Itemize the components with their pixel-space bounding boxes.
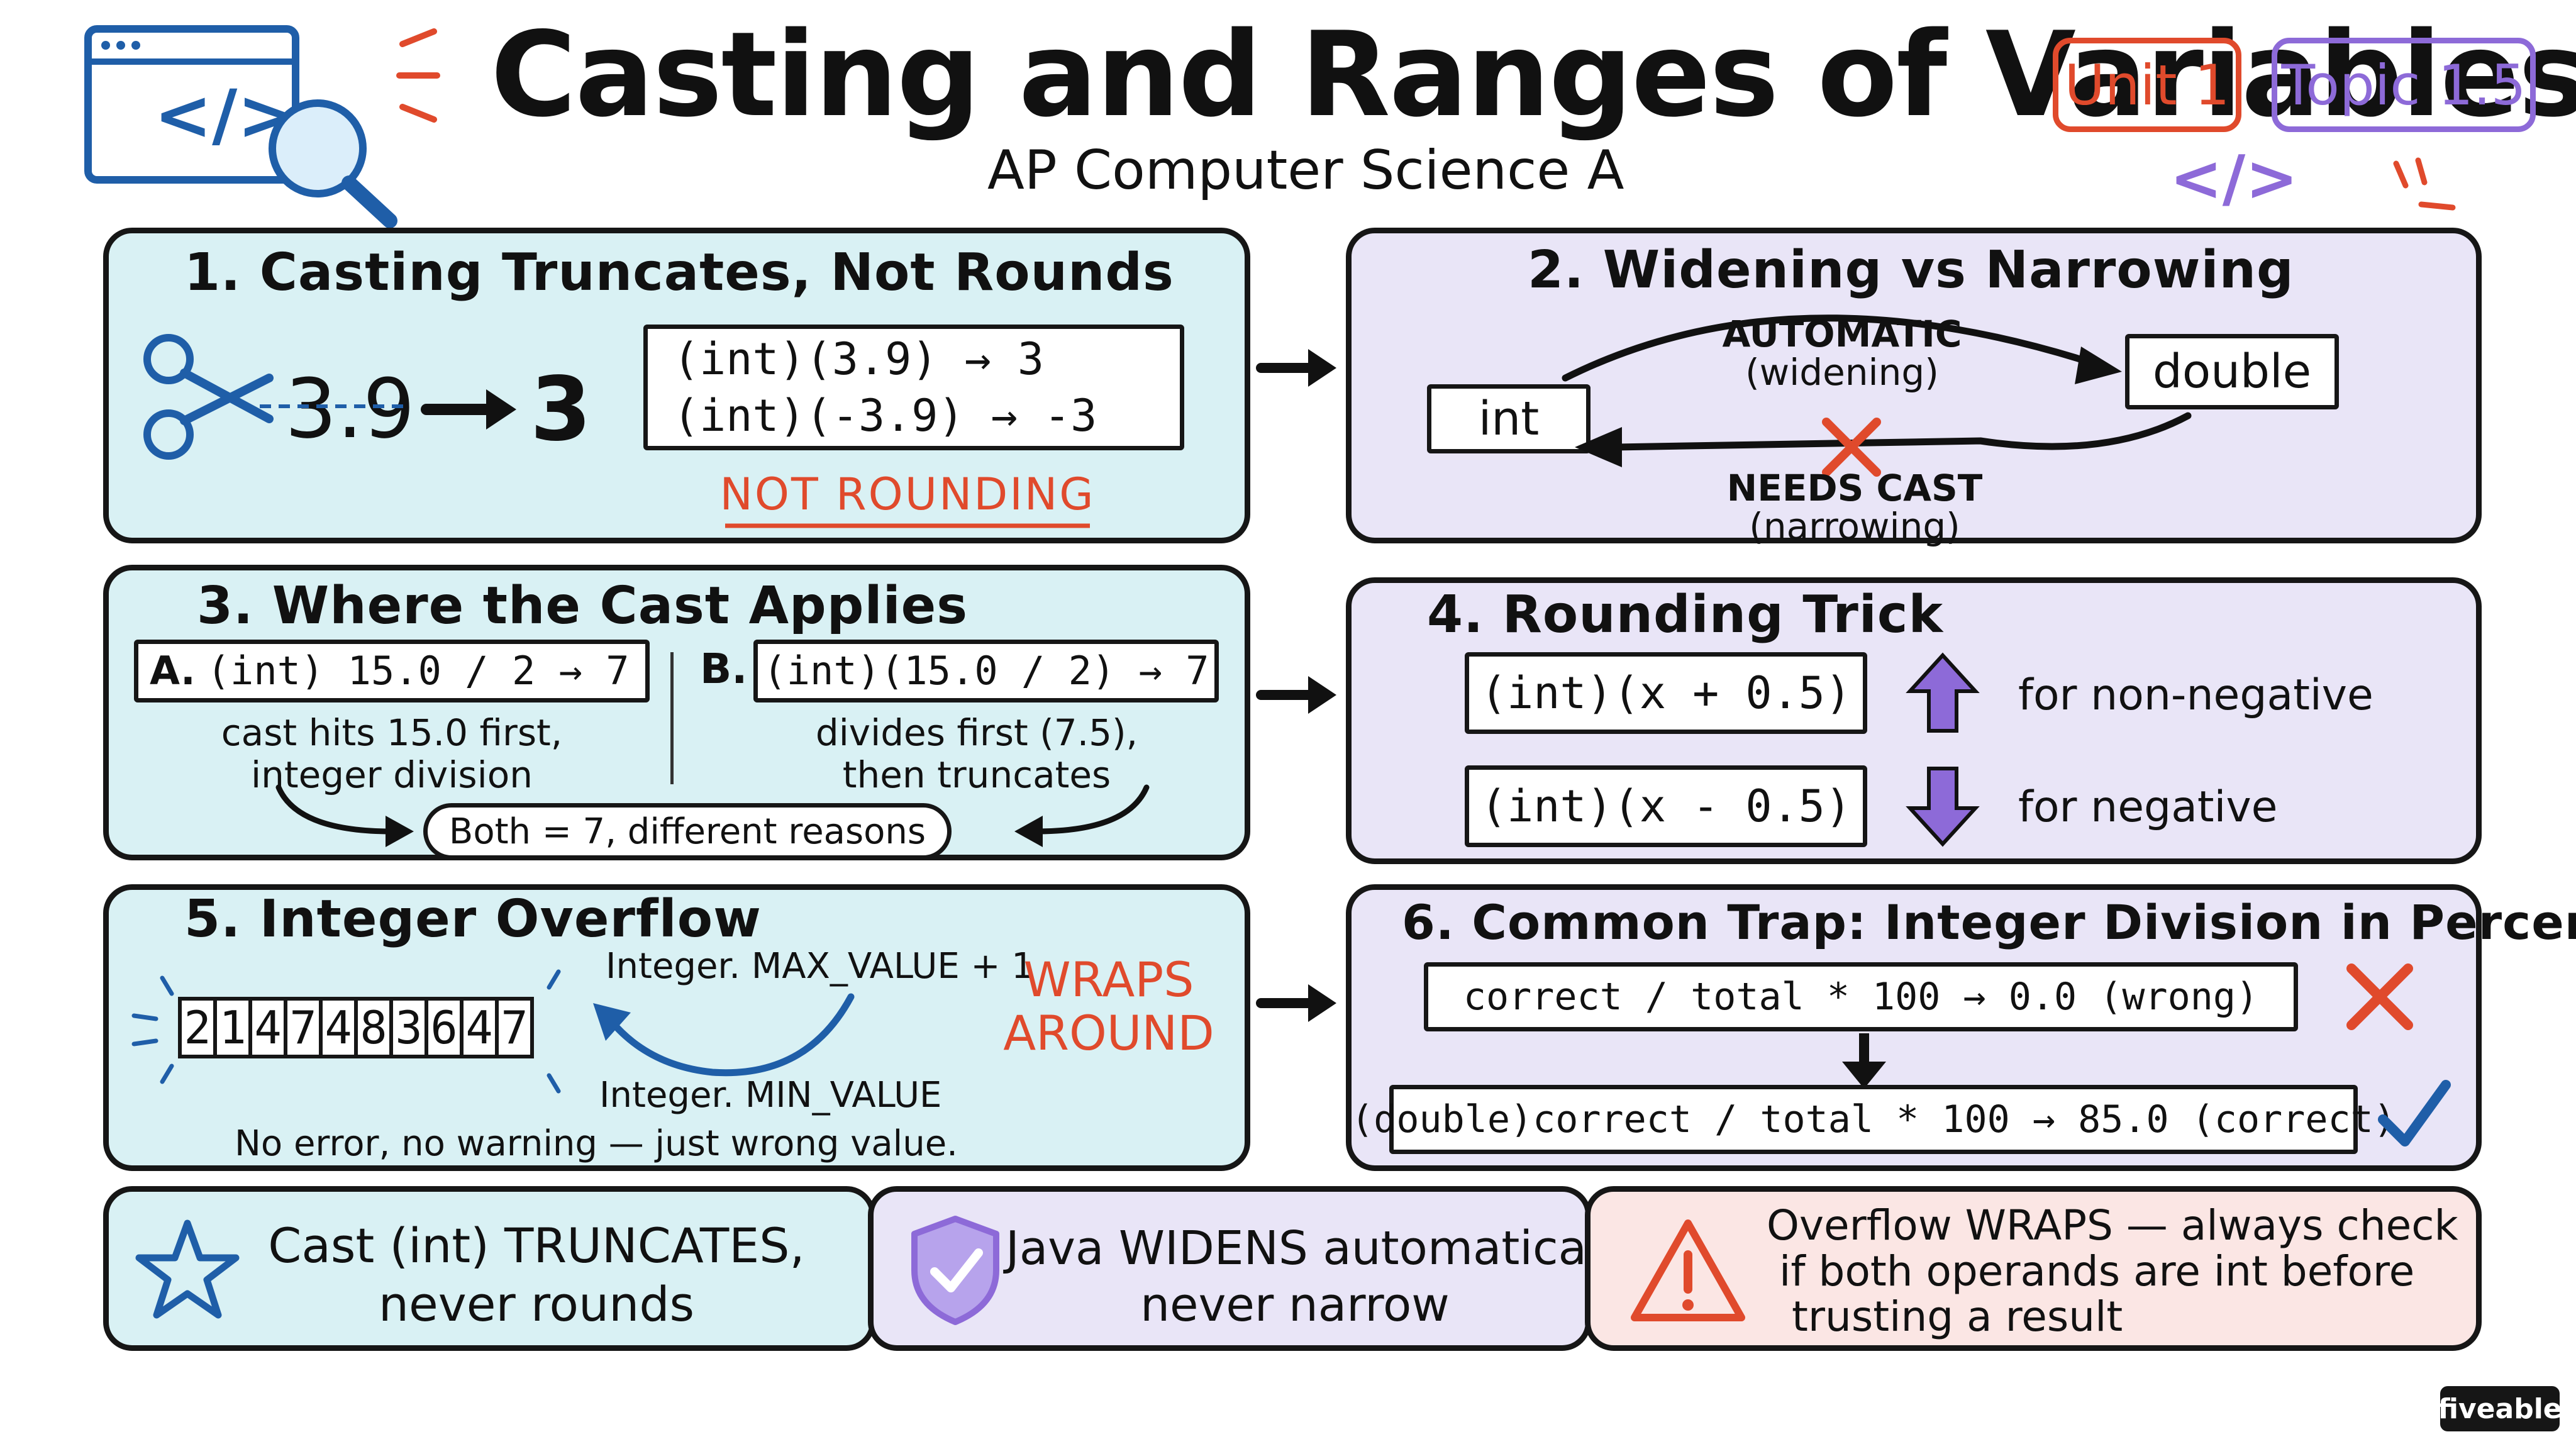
converging-arrows <box>275 784 1150 847</box>
code-line: (int)(3.9) → 3 <box>673 333 1045 385</box>
code-window-magnifier-icon: </> <box>84 25 397 228</box>
panel-title: 2. Widening vs Narrowing <box>1528 240 2294 300</box>
digit: 4 <box>460 997 499 1058</box>
red-x-icon <box>1822 418 1881 477</box>
panel-casting-truncates: 1. Casting Truncates, Not Rounds 3.9 3 (… <box>103 228 1250 543</box>
topic-badge-label: Topic 1.5 <box>2281 52 2526 118</box>
unit-badge: Unit 1 <box>2053 38 2241 132</box>
emphasis-marks-icon <box>396 28 440 123</box>
red-x-icon <box>2346 963 2413 1030</box>
original-value: 3.9 <box>285 361 415 457</box>
example-a-code: (int) 15.0 / 2 → 7 <box>206 648 630 694</box>
panel-title: 6. Common Trap: Integer Division in Perc… <box>1402 894 2576 950</box>
digit: 4 <box>319 997 358 1058</box>
round-negative-code: (int)(x - 0.5) <box>1465 765 1867 847</box>
example-b-note: divides first (7.5), then truncates <box>815 711 1138 796</box>
round-positive-label: for non-negative <box>2018 670 2373 720</box>
divider <box>670 652 674 784</box>
footer-truncates-box: Cast (int) TRUNCATES, never rounds <box>103 1186 875 1351</box>
double-type-box: double <box>2125 334 2339 409</box>
example-a-label: A. <box>150 648 196 694</box>
cut-line <box>260 404 411 408</box>
digit: 3 <box>389 997 428 1058</box>
round-positive-code: (int)(x + 0.5) <box>1465 652 1867 734</box>
needs-cast-label: NEEDS CAST (narrowing) <box>1726 467 1983 548</box>
arrow-right-icon <box>1256 349 1336 387</box>
correct-code-box: (double)correct / total * 100 → 85.0 (co… <box>1351 1085 2396 1154</box>
double-label: double <box>2152 345 2312 399</box>
arrow-down-icon <box>1842 1033 1886 1089</box>
example-a-note: cast hits 15.0 first, integer division <box>221 711 563 796</box>
result-pill: Both = 7, different reasons <box>423 803 952 860</box>
result-text: Both = 7, different reasons <box>448 811 926 852</box>
digit: 7 <box>495 997 534 1058</box>
digit: 4 <box>248 997 287 1058</box>
page-subtitle: AP Computer Science A <box>987 139 1624 202</box>
wrong-code-box: correct / total * 100 → 0.0 (wrong) <box>1424 962 2298 1031</box>
sparkle-marks-icon <box>2393 157 2456 211</box>
overflow-note: No error, no warning — just wrong value. <box>235 1123 958 1164</box>
scissors-icon <box>143 334 274 460</box>
footer-truncates-text: Cast (int) TRUNCATES, never rounds <box>268 1218 805 1332</box>
digit: 7 <box>284 997 323 1058</box>
int-label: int <box>1478 392 1540 446</box>
arrow-down-icon <box>1906 767 1980 847</box>
panel-widening-narrowing: 2. Widening vs Narrowing int double AUTO… <box>1346 228 2482 548</box>
digit: 1 <box>213 997 252 1058</box>
footer-overflow-text: Overflow WRAPS — always check if both op… <box>1767 1201 2458 1341</box>
panel-title: 5. Integer Overflow <box>184 889 762 949</box>
panel-rounding-trick: 4. Rounding Trick (int)(x + 0.5) for non… <box>1346 577 2482 864</box>
example-b-box: (int)(15.0 / 2) → 7 <box>753 640 1219 702</box>
panel-where-cast-applies: 3. Where the Cast Applies A. (int) 15.0 … <box>103 565 1250 860</box>
arrow-right-icon <box>1256 984 1336 1022</box>
panel-title: 3. Where the Cast Applies <box>197 576 969 636</box>
unit-badge-label: Unit 1 <box>2064 52 2230 118</box>
max-value-label: Integer. MAX_VALUE + 1 <box>606 946 1034 987</box>
example-a-box: A. (int) 15.0 / 2 → 7 <box>134 640 650 702</box>
int-type-box: int <box>1427 384 1591 453</box>
star-icon <box>135 1219 240 1319</box>
round-negative-label: for negative <box>2018 782 2278 832</box>
casting-examples: (int)(3.9) → 3 (int)(-3.9) → -3 <box>643 325 1184 450</box>
min-value-label: Integer. MIN_VALUE <box>599 1075 942 1116</box>
truncated-value: 3 <box>530 358 592 461</box>
footer-widens-box: Java WIDENS automatically, never narrow <box>868 1186 1655 1351</box>
digit: 2 <box>178 997 217 1058</box>
code-line: (int)(-3.9) → -3 <box>673 390 1097 441</box>
shield-check-icon <box>911 1216 999 1325</box>
panel-title: 4. Rounding Trick <box>1427 585 1944 645</box>
conversion-arrows <box>1562 314 2192 467</box>
topic-badge: Topic 1.5 <box>2272 38 2536 132</box>
arrow-right-icon <box>1256 676 1336 714</box>
brand-label: fiveable <box>2438 1392 2562 1425</box>
digit-row: 2 1 4 7 4 8 3 6 4 7 <box>178 997 534 1058</box>
arrow-right-icon <box>421 389 516 430</box>
checkmark-icon <box>2378 1080 2451 1146</box>
panel-integer-overflow: 5. Integer Overflow 2 1 4 7 4 8 3 6 4 7 … <box>103 884 1250 1171</box>
arrow-up-icon <box>1906 652 1980 733</box>
code-glyph: </> <box>2170 142 2299 215</box>
underline <box>725 523 1090 528</box>
not-rounding-note: NOT ROUNDING <box>719 469 1096 520</box>
digit: 8 <box>354 997 393 1058</box>
page-title: Casting and Ranges of Variables <box>491 6 2576 143</box>
wrap-arrow <box>593 993 855 1077</box>
example-b-code: (int)(15.0 / 2) → 7 <box>763 648 1209 694</box>
panel-title: 1. Casting Truncates, Not Rounds <box>184 243 1174 303</box>
example-b-label: B. <box>700 645 748 693</box>
footer-widens-text: Java WIDENS automatically, never narrow <box>1006 1221 1655 1333</box>
burst-marks-right <box>547 969 561 1094</box>
brand-badge: fiveable <box>2438 1386 2562 1431</box>
footer-overflow-box: Overflow WRAPS — always check if both op… <box>1585 1186 2482 1351</box>
panel-common-trap: 6. Common Trap: Integer Division in Perc… <box>1346 884 2576 1171</box>
burst-marks-left <box>131 975 174 1084</box>
warning-icon <box>1631 1219 1745 1321</box>
automatic-label: AUTOMATIC (widening) <box>1722 313 1962 394</box>
wraps-around-label: WRAPS AROUND <box>1003 952 1214 1062</box>
digit: 6 <box>425 997 464 1058</box>
